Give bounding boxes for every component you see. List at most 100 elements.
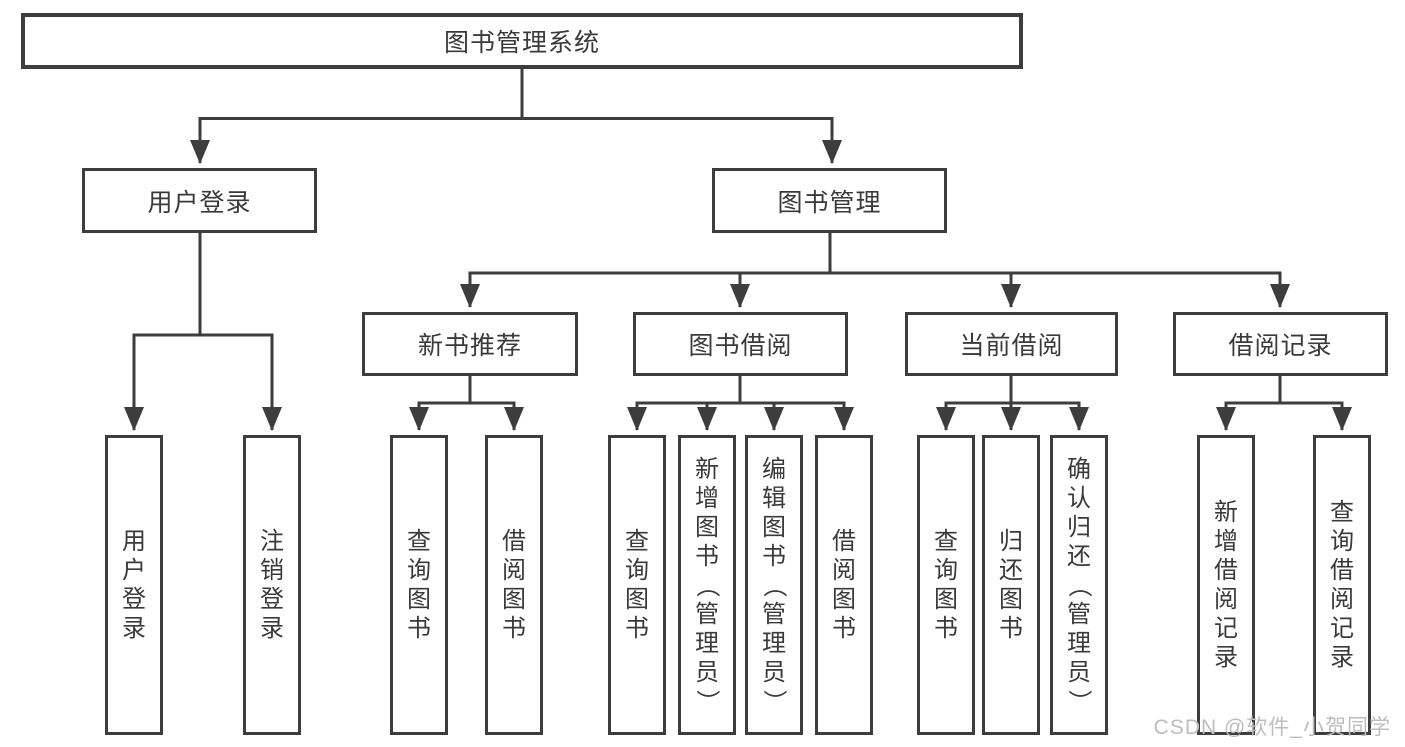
vertical-char: 查 <box>934 528 958 555</box>
vertical-char: 借 <box>502 528 526 555</box>
vertical-char: 理 <box>1067 629 1091 657</box>
vertical-char: 新 <box>1214 499 1238 526</box>
vertical-char: 借 <box>832 528 856 555</box>
vertical-char: 书 <box>695 542 719 570</box>
vertical-char: 录 <box>260 615 284 642</box>
leaf-confirm-return-admin: 确认归还 （ 管理员 ） <box>1050 435 1108 735</box>
vertical-char: 辑 <box>762 484 786 512</box>
vertical-char: 认 <box>1067 484 1091 512</box>
leaf-borrow-books: 借阅图书 <box>815 435 873 735</box>
leaf-query-books-borrow: 查询图书 <box>608 435 666 735</box>
vertical-char: 图 <box>999 586 1023 613</box>
vertical-char: 书 <box>999 615 1023 642</box>
node-new-book-recommendation: 新书推荐 <box>362 312 578 376</box>
vertical-char: 阅 <box>1330 586 1354 613</box>
node-current-borrowing: 当前借阅 <box>905 312 1118 376</box>
vertical-char: 书 <box>762 542 786 570</box>
vertical-char: 询 <box>625 557 649 584</box>
vertical-char: （ <box>693 573 721 597</box>
vertical-char: 管 <box>695 600 719 628</box>
vertical-char: 归 <box>999 528 1023 555</box>
vertical-char: 书 <box>407 615 431 642</box>
vertical-char: 确 <box>1067 455 1091 483</box>
vertical-char: 查 <box>407 528 431 555</box>
leaf-return-books: 归还图书 <box>982 435 1040 735</box>
vertical-char: 还 <box>999 557 1023 584</box>
vertical-char: ） <box>760 689 788 713</box>
vertical-char: 增 <box>695 484 719 512</box>
leaf-query-borrow-record: 查询借阅记录 <box>1313 435 1371 735</box>
vertical-char: 员 <box>695 658 719 686</box>
vertical-char: 记 <box>1330 615 1354 642</box>
node-label: 借阅记录 <box>1228 332 1333 360</box>
leaf-query-books-recommend: 查询图书 <box>390 435 448 735</box>
leaf-query-books-current: 查询图书 <box>917 435 975 735</box>
node-borrowing-records: 借阅记录 <box>1173 312 1388 376</box>
leaf-borrow-books-recommend: 借阅图书 <box>485 435 543 735</box>
vertical-char: 员 <box>762 658 786 686</box>
vertical-char: 还 <box>1067 542 1091 570</box>
vertical-char: 新 <box>695 455 719 483</box>
node-label: 图书借阅 <box>688 332 793 360</box>
leaf-add-borrow-record: 新增借阅记录 <box>1197 435 1255 735</box>
vertical-char: 录 <box>1214 644 1238 671</box>
node-book-management: 图书管理 <box>712 168 947 233</box>
vertical-char: 书 <box>934 615 958 642</box>
vertical-char: 查 <box>1330 499 1354 526</box>
vertical-char: 图 <box>762 513 786 541</box>
vertical-char: 管 <box>1067 600 1091 628</box>
vertical-char: 阅 <box>832 557 856 584</box>
vertical-char: 书 <box>832 615 856 642</box>
vertical-char: 图 <box>695 513 719 541</box>
vertical-char: 管 <box>762 600 786 628</box>
vertical-char: 询 <box>934 557 958 584</box>
vertical-char: 销 <box>260 557 284 584</box>
vertical-char: 阅 <box>502 557 526 584</box>
node-book-borrowing: 图书借阅 <box>633 312 848 376</box>
vertical-char: 查 <box>625 528 649 555</box>
vertical-char: 员 <box>1067 658 1091 686</box>
node-user-login: 用户登录 <box>82 168 317 233</box>
csdn-watermark: CSDN @软件_小贺同学 <box>1153 716 1391 739</box>
vertical-char: 阅 <box>1214 586 1238 613</box>
vertical-char: 询 <box>407 557 431 584</box>
node-library-management-system: 图书管理系统 <box>21 13 1023 69</box>
vertical-char: ） <box>1065 689 1093 713</box>
node-label: 用户登录 <box>147 188 252 217</box>
vertical-char: （ <box>1065 573 1093 597</box>
vertical-char: 理 <box>762 629 786 657</box>
vertical-char: ） <box>693 689 721 713</box>
leaf-logout: 注销登录 <box>243 435 301 735</box>
node-label: 当前借阅 <box>959 332 1064 360</box>
vertical-char: （ <box>760 573 788 597</box>
node-label: 新书推荐 <box>417 332 522 360</box>
vertical-char: 图 <box>407 586 431 613</box>
leaf-edit-book-admin: 编辑图书 （ 管理员 ） <box>745 435 803 735</box>
node-label: 图书管理 <box>777 188 882 217</box>
leaf-user-login: 用户登录 <box>105 435 163 735</box>
vertical-char: 询 <box>1330 528 1354 555</box>
vertical-char: 用 <box>122 528 146 555</box>
vertical-char: 录 <box>122 615 146 642</box>
vertical-char: 记 <box>1214 615 1238 642</box>
vertical-char: 增 <box>1214 528 1238 555</box>
vertical-char: 登 <box>122 586 146 613</box>
vertical-char: 归 <box>1067 513 1091 541</box>
vertical-char: 借 <box>1330 557 1354 584</box>
vertical-char: 借 <box>1214 557 1238 584</box>
vertical-char: 图 <box>502 586 526 613</box>
vertical-char: 书 <box>625 615 649 642</box>
vertical-char: 理 <box>695 629 719 657</box>
vertical-char: 图 <box>934 586 958 613</box>
node-label: 图书管理系统 <box>443 29 600 57</box>
vertical-char: 图 <box>625 586 649 613</box>
vertical-char: 录 <box>1330 644 1354 671</box>
vertical-char: 编 <box>762 455 786 483</box>
leaf-add-book-admin: 新增图书 （ 管理员 ） <box>678 435 736 735</box>
vertical-char: 图 <box>832 586 856 613</box>
vertical-char: 书 <box>502 615 526 642</box>
vertical-char: 户 <box>122 557 146 584</box>
vertical-char: 登 <box>260 586 284 613</box>
